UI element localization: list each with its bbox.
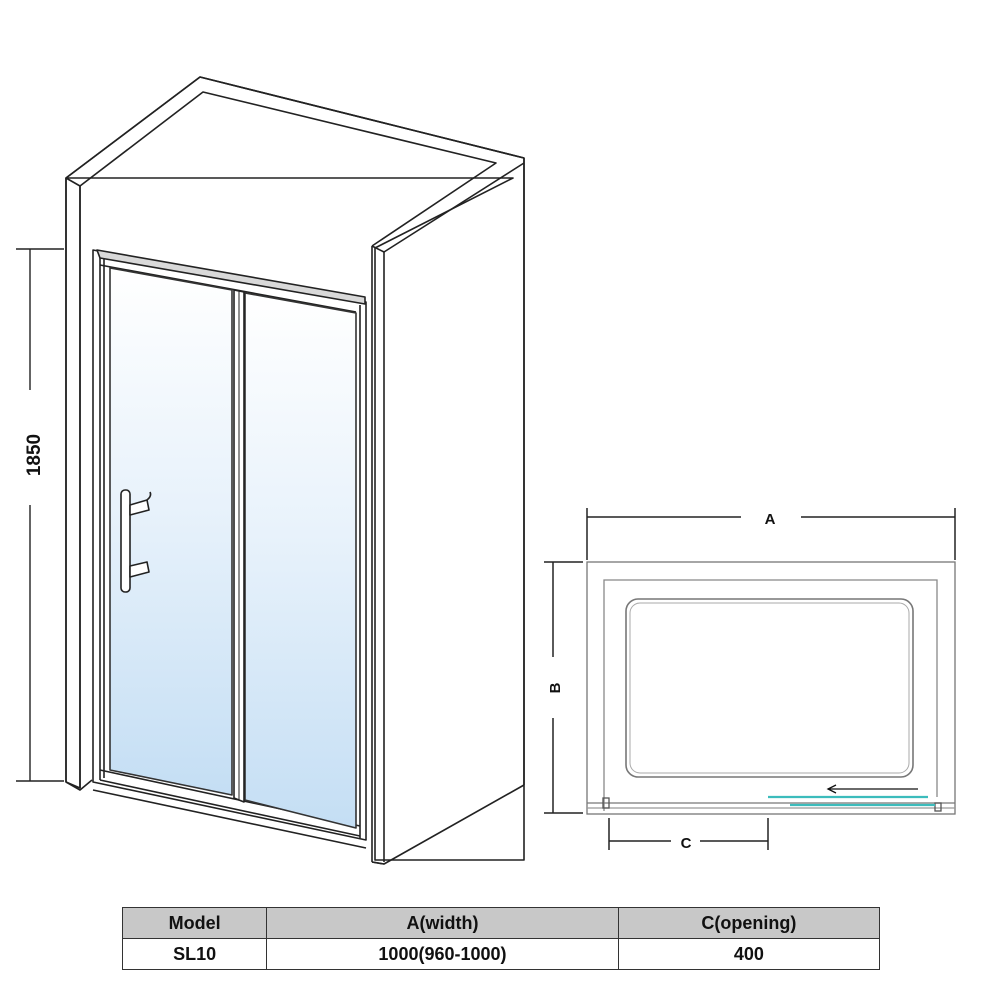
front-view [65, 76, 525, 865]
header-c-opening: C(opening) [617, 907, 881, 939]
table-row: SL10 1000(960-1000) 400 [121, 938, 881, 970]
header-model: Model [121, 907, 268, 939]
slide-direction-arrow-icon [826, 784, 918, 794]
left-wall [65, 177, 81, 789]
opening-label: C [681, 835, 692, 852]
spec-table: Model A(width) C(opening) SL10 1000(960-… [121, 907, 881, 970]
door-handle-icon [120, 489, 152, 593]
cell-c-opening: 400 [617, 938, 881, 970]
height-dimension [16, 248, 64, 782]
left-glass-panel [109, 267, 233, 796]
width-label: A [765, 511, 776, 528]
opening-dimension [608, 818, 769, 850]
plan-view [544, 508, 956, 815]
top-rail [96, 249, 366, 305]
height-dimension-label: 1850 [24, 434, 45, 476]
right-glass-panel [244, 292, 357, 829]
cell-model: SL10 [121, 938, 268, 970]
depth-label: B [547, 682, 564, 693]
cell-a-width: 1000(960-1000) [266, 938, 619, 970]
header-a-width: A(width) [266, 907, 619, 939]
spec-table-header-row: Model A(width) C(opening) [121, 907, 881, 939]
tray-outer [586, 561, 956, 815]
tray-basin [625, 598, 914, 778]
